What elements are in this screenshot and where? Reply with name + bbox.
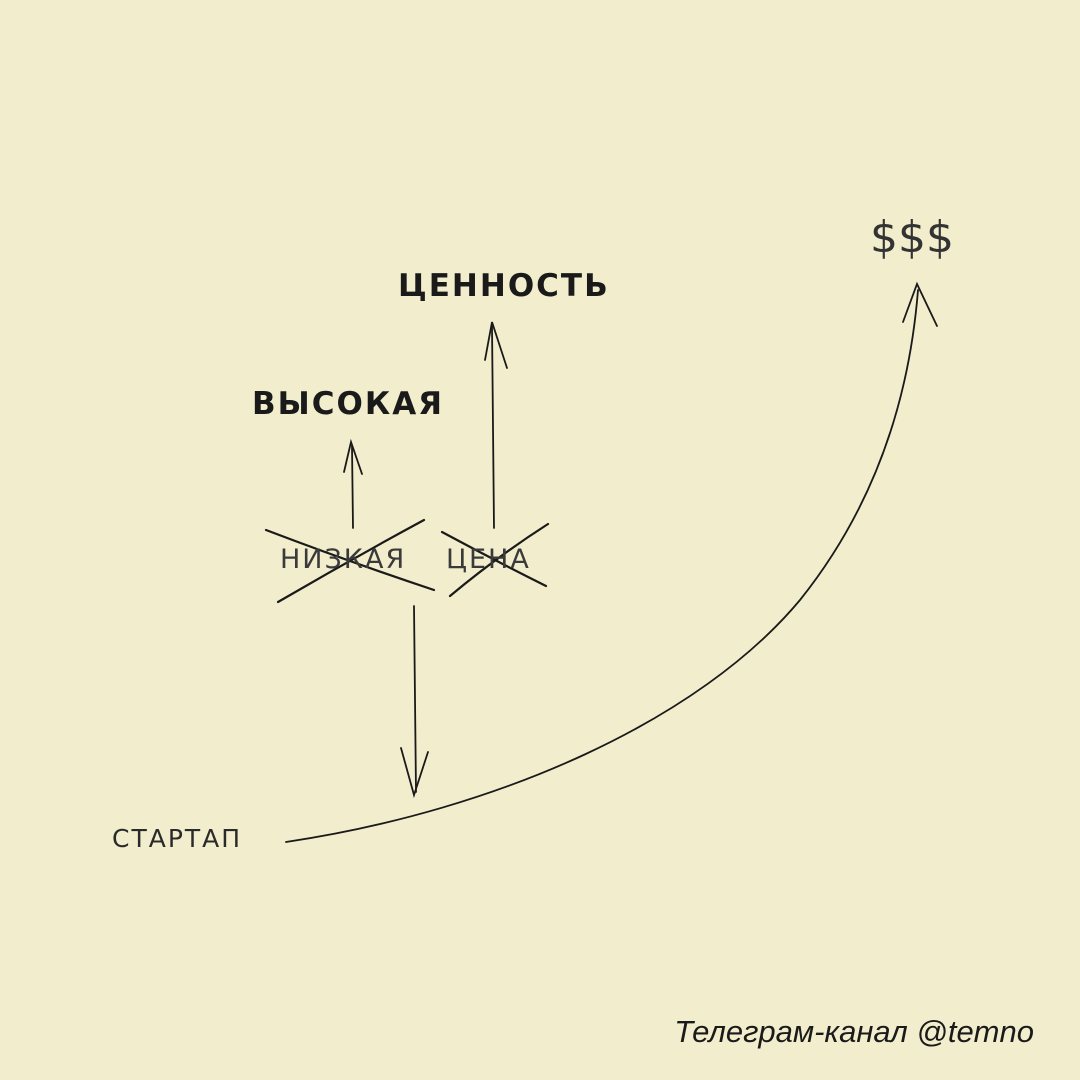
arrow-up-to-value [484,321,508,529]
cross-out-price [440,522,550,598]
telegram-channel-credit: Телеграм-канал @temno [674,1014,1034,1049]
money-label: $$$ [870,212,954,263]
arrow-down-to-startup [400,605,429,799]
price-label: ЦЕНА [446,544,531,575]
cross-out-low [264,518,436,604]
arrow-up-to-high [343,438,363,529]
startup-label: СТАРТАП [112,824,243,853]
value-label: ЦЕННОСТЬ [398,268,610,304]
high-label: ВЫСОКАЯ [252,386,445,422]
growth-curve [285,281,938,843]
low-label: НИЗКАЯ [280,544,407,575]
